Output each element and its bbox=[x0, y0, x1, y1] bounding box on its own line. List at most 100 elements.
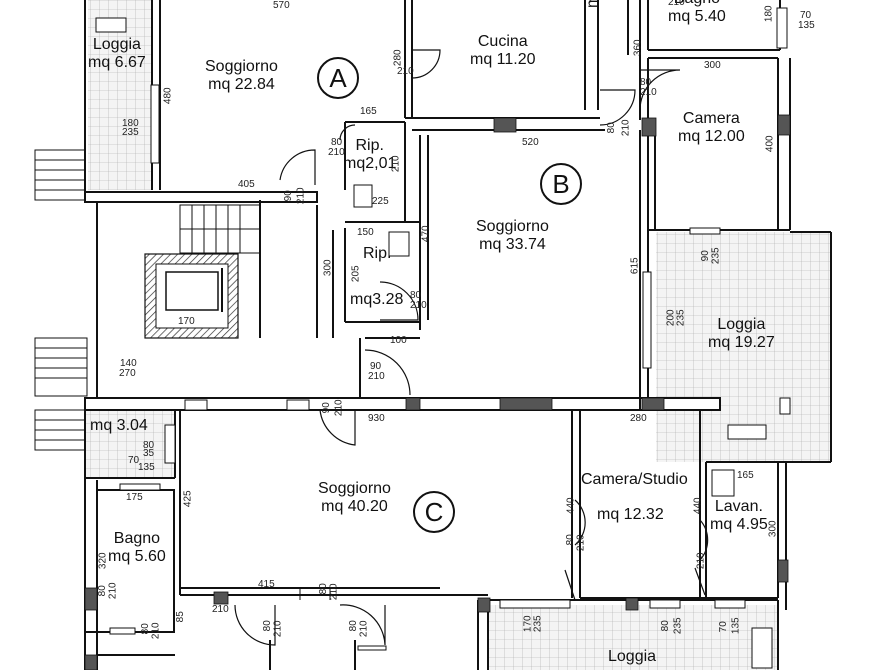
small-room-area: mq 3.04 bbox=[90, 417, 148, 434]
room-area: mq 12.00 bbox=[678, 128, 745, 146]
stairs-left-bottom bbox=[34, 409, 86, 451]
room-name: Loggia bbox=[92, 36, 141, 53]
room-area: mq 19.27 bbox=[708, 334, 775, 352]
room-area: mq 11.20 bbox=[470, 51, 536, 69]
room-area: mq 33.74 bbox=[479, 236, 546, 254]
structural-columns bbox=[84, 114, 791, 670]
soggiorno-b-label: Soggiorno mq 33.74 bbox=[476, 218, 549, 255]
room-name: Soggiorno bbox=[205, 58, 278, 75]
room-name: Soggiorno bbox=[476, 218, 549, 235]
dim-label: 520 bbox=[522, 137, 539, 148]
room-name: Rip. bbox=[355, 137, 384, 154]
dim-label: 80 bbox=[605, 122, 617, 134]
dim-label: 210 bbox=[620, 119, 632, 137]
room-name: Loggia bbox=[717, 316, 766, 333]
dim-label: 210 bbox=[410, 300, 427, 311]
unit-b-marker: B bbox=[540, 163, 582, 205]
dim-label: 210 bbox=[272, 620, 284, 638]
dim-label: 280 bbox=[392, 49, 404, 67]
dim-label: 470 bbox=[420, 225, 432, 243]
dim-label: 135 bbox=[730, 617, 742, 635]
room-area: mq 4.95 bbox=[710, 516, 768, 534]
shaft-area-label: mq3.78 bbox=[584, 0, 602, 8]
dim-label: 150 bbox=[357, 227, 374, 238]
dim-label: 235 bbox=[675, 309, 687, 327]
dim-label: 35 bbox=[143, 448, 155, 459]
rip-2-name: Rip. bbox=[363, 245, 392, 262]
door-swings bbox=[234, 49, 740, 646]
dim-label: 165 bbox=[737, 470, 754, 481]
dim-label: 210 bbox=[397, 66, 414, 77]
dim-label: 70 bbox=[800, 10, 812, 21]
camera-e-label: Camera mq 12.00 bbox=[678, 110, 745, 147]
bagno-sw-label: Bagno mq 5.60 bbox=[108, 530, 166, 567]
elevator-shaft bbox=[144, 253, 239, 339]
room-name: Camera bbox=[682, 110, 740, 127]
railings bbox=[299, 588, 331, 600]
dim-label: 80 bbox=[261, 620, 273, 632]
dim-label: 165 bbox=[360, 106, 377, 117]
dim-label: 210 bbox=[390, 155, 402, 173]
room-area: mq 40.20 bbox=[321, 498, 388, 516]
stairs-central bbox=[179, 204, 261, 254]
loggia-nw-label: Loggia mq 6.67 bbox=[88, 36, 146, 73]
dim-label: 80 bbox=[139, 623, 151, 635]
stairs-left-top bbox=[34, 149, 86, 201]
dim-label: 135 bbox=[798, 20, 815, 31]
dim-label: 210 bbox=[328, 147, 345, 158]
dim-label: 80 bbox=[564, 534, 576, 546]
room-area: mq 5.40 bbox=[668, 8, 726, 26]
dim-label: 400 bbox=[764, 135, 776, 153]
dim-label: 70 bbox=[128, 455, 140, 466]
room-name: Bagno bbox=[668, 0, 726, 8]
windows bbox=[95, 7, 791, 669]
loggia-e-floor bbox=[656, 232, 831, 462]
dim-label: 300 bbox=[704, 60, 721, 71]
dim-label: 225 bbox=[372, 196, 389, 207]
dim-label: 210 bbox=[695, 552, 707, 570]
lavan-label: Lavan. mq 4.95 bbox=[710, 498, 768, 535]
dim-label: 210 bbox=[668, 0, 685, 8]
dim-label: 440 bbox=[565, 497, 577, 515]
dim-label: 210 bbox=[358, 620, 370, 638]
dim-label: 360 bbox=[632, 39, 644, 57]
dim-label: 300 bbox=[322, 259, 334, 277]
dim-label: 440 bbox=[692, 497, 704, 515]
camera-studio-name: Camera/Studio bbox=[581, 471, 688, 488]
dim-label: 180 bbox=[763, 5, 775, 23]
dim-label: 80 bbox=[317, 583, 329, 595]
dim-label: 235 bbox=[672, 617, 684, 635]
dim-label: 320 bbox=[97, 552, 109, 570]
dim-label: 210 bbox=[212, 604, 229, 615]
bagno-ne-label: Bagno mq 5.40 bbox=[668, 0, 726, 27]
dim-label: 140 bbox=[120, 358, 137, 369]
room-name: Lavan. bbox=[714, 498, 763, 515]
dim-label: 210 bbox=[107, 582, 119, 600]
room-area: mq 5.60 bbox=[108, 548, 166, 566]
dim-label: 80 bbox=[347, 620, 359, 632]
room-name: Cucina bbox=[477, 33, 528, 50]
dim-label: 80 bbox=[410, 290, 422, 301]
unit-c-marker: C bbox=[413, 491, 455, 533]
dim-label: 235 bbox=[122, 127, 139, 138]
dim-label: 270 bbox=[119, 368, 136, 379]
dim-label: 205 bbox=[350, 265, 362, 283]
loggia-e-label: Loggia mq 19.27 bbox=[708, 316, 775, 353]
room-area: mq2,01 bbox=[343, 155, 397, 173]
dim-label: 90 bbox=[370, 361, 382, 372]
dim-label: 570 bbox=[273, 0, 290, 11]
unit-a-marker: A bbox=[317, 57, 359, 99]
rip-1-label: Rip. mq2,01 bbox=[343, 137, 396, 174]
dim-label: 100 bbox=[390, 335, 407, 346]
dim-label: 175 bbox=[126, 492, 143, 503]
dim-label: 210 bbox=[368, 371, 385, 382]
dim-label: 210 bbox=[328, 583, 340, 601]
dim-label: 235 bbox=[710, 247, 722, 265]
dim-label: 80 bbox=[331, 137, 343, 148]
room-area: mq 6.67 bbox=[88, 54, 146, 72]
dim-label: 210 bbox=[295, 187, 307, 205]
dim-label: 70 bbox=[717, 621, 729, 633]
room-area: mq 22.84 bbox=[208, 76, 275, 94]
dim-label: 425 bbox=[182, 490, 194, 508]
